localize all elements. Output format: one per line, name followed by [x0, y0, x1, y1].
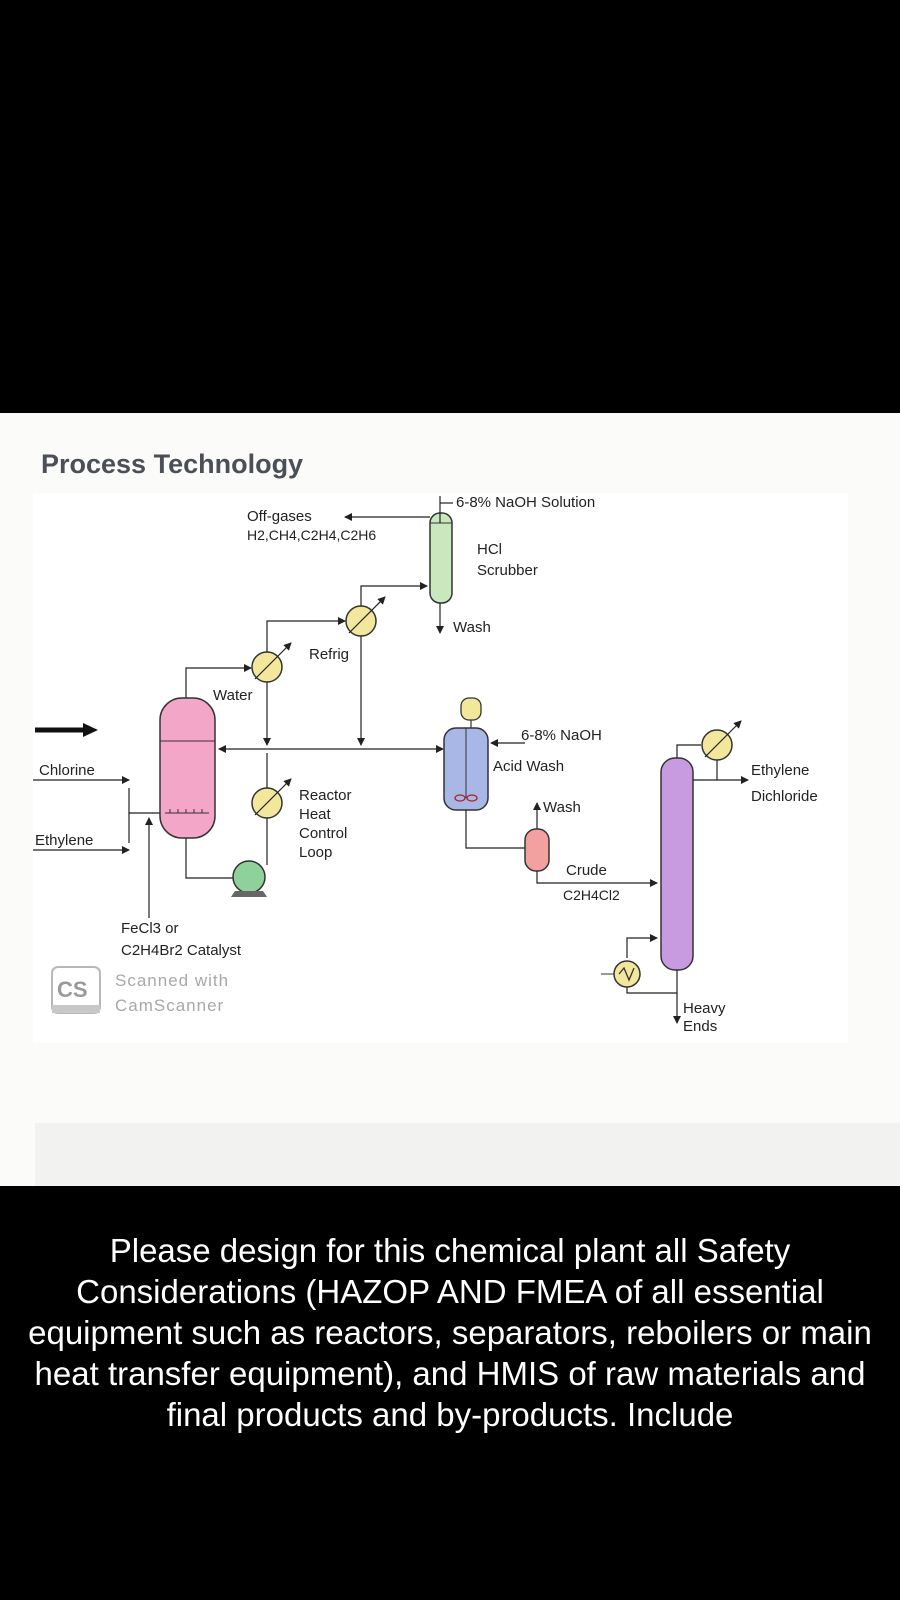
refrig-exchanger-icon: [345, 596, 386, 637]
hcl-scrubber-vessel: [429, 512, 453, 604]
edc-label-2: Dichloride: [751, 788, 818, 805]
to-scrubber-line: [360, 582, 428, 606]
crude-label: Crude: [566, 862, 607, 879]
distillation-column: [660, 757, 694, 971]
reactor-loop-label-4: Loop: [299, 844, 332, 861]
acid-wash-label: Acid Wash: [493, 758, 564, 775]
hcl-label: HCl: [477, 541, 502, 558]
ethylene-label: Ethylene: [35, 832, 93, 849]
reactor-bottom-line: [185, 838, 233, 879]
acid-wash-vessel: [443, 697, 489, 811]
reboiler-icon: [601, 960, 641, 988]
edc-product-line: [716, 760, 749, 784]
column-overhead-line: [676, 744, 701, 758]
crude-formula: C2H4Cl2: [563, 887, 620, 903]
slide: Process Technology: [0, 413, 900, 1186]
reactor-loop-label-1: Reactor: [299, 787, 352, 804]
watermark-line-2: CamScanner: [115, 996, 224, 1015]
question-caption: Please design for this chemical plant al…: [28, 1232, 872, 1433]
reactor-vapor-line: [185, 664, 252, 698]
feed-arrow-icon: [35, 723, 98, 737]
camscanner-logo-icon: CS: [51, 966, 101, 1014]
top-black-band: [0, 0, 900, 413]
bottom-strip: [35, 1123, 900, 1186]
heavy-ends-label-1: Heavy: [683, 1000, 726, 1017]
to-refrig-line: [266, 617, 346, 652]
edc-label-1: Ethylene: [751, 762, 809, 779]
loop-exchanger-icon: [251, 778, 292, 819]
catalyst-label-1: FeCl3 or: [121, 920, 179, 937]
water-label: Water: [213, 687, 252, 704]
naoh-label: 6-8% NaOH: [521, 727, 602, 744]
crude-line: [536, 871, 658, 887]
chlorine-label: Chlorine: [39, 762, 95, 779]
refrig-label: Refrig: [309, 646, 349, 663]
catalyst-label-2: C2H4Br2 Catalyst: [121, 942, 242, 959]
pump-icon: [231, 860, 267, 897]
heavy-ends-label-2: Ends: [683, 1018, 717, 1035]
acid-wash-bottom-line: [465, 810, 525, 849]
reactor-loop-label-2: Heat: [299, 806, 332, 823]
water-exchanger-icon: [251, 642, 292, 683]
wash-mid-label: Wash: [543, 799, 581, 816]
scrubber-label: Scrubber: [477, 562, 538, 579]
slide-title: Process Technology: [41, 449, 304, 479]
separator-vessel: [524, 828, 550, 872]
condenser-icon: [701, 720, 742, 761]
naoh-solution-label: 6-8% NaOH Solution: [456, 494, 595, 511]
wash-top-label: Wash: [453, 619, 491, 636]
reboiler-return-line: [626, 934, 658, 958]
feed-combine-line: [128, 788, 160, 814]
off-gases-label: Off-gases: [247, 508, 312, 525]
column-bottom-line: [626, 970, 678, 994]
pfd-svg: Off-gases H2,CH4,C2H4,C2H6 6-8% NaOH Sol…: [33, 494, 818, 1035]
watermark-logo-text: CS: [57, 977, 88, 1002]
reactor-vessel: [159, 697, 216, 839]
process-flow-diagram: Off-gases H2,CH4,C2H4,C2H6 6-8% NaOH Sol…: [33, 493, 848, 1043]
watermark-line-1: Scanned with: [115, 971, 229, 990]
reactor-loop-label-3: Control: [299, 825, 347, 842]
off-gases-formula: H2,CH4,C2H4,C2H6: [247, 527, 376, 543]
